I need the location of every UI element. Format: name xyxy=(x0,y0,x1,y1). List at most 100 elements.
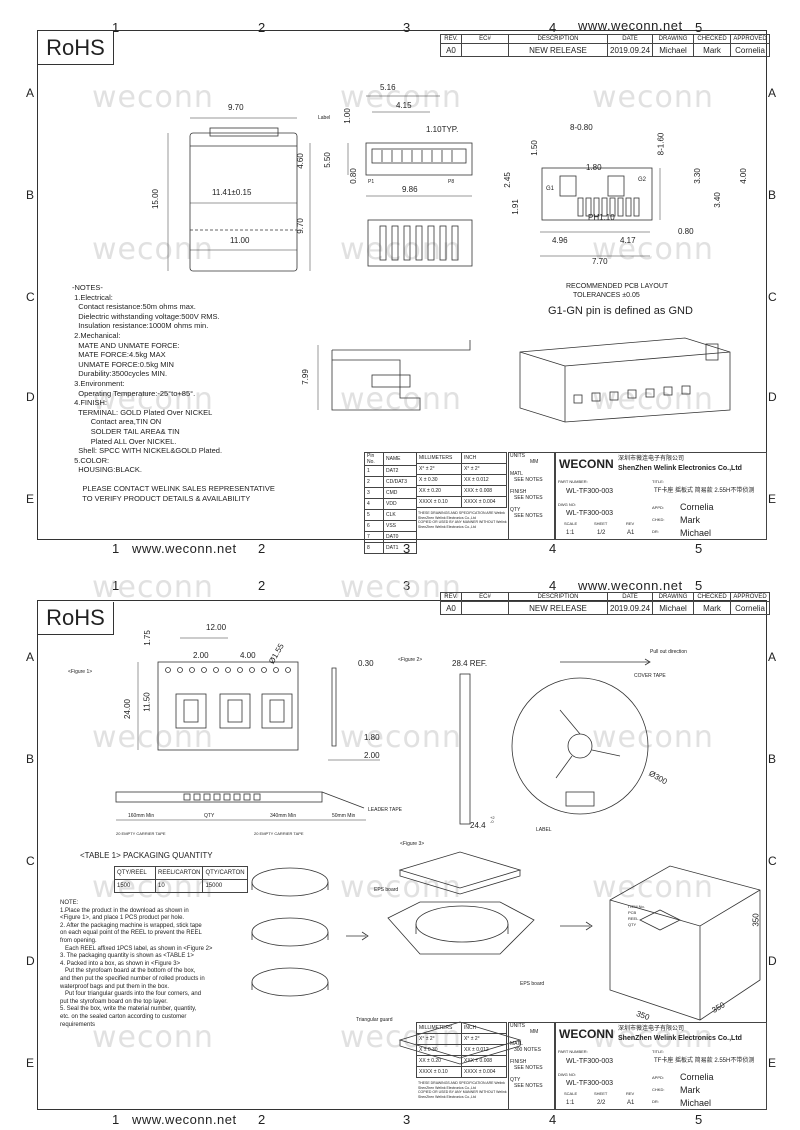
dimension: 28.4 REF. xyxy=(452,659,488,668)
rev: A1 xyxy=(627,1100,635,1106)
arrow-head xyxy=(644,658,651,666)
finish-value: SEE NOTES xyxy=(514,1065,543,1071)
website-url: www.weconn.net xyxy=(132,1112,237,1127)
packaging-drawing xyxy=(115,637,761,1065)
part-number: WL-TF300-003 xyxy=(566,1058,614,1065)
iso-view-pins xyxy=(573,385,691,404)
disclaimer: THESE DRAWINGS AND SPECIFICATION ARE Wel… xyxy=(418,1081,507,1099)
finish-value: SEE NOTES xyxy=(514,495,543,501)
tol-cell: XXXX ± 0.004 xyxy=(461,496,507,508)
column-number: 2 xyxy=(258,20,266,35)
front-view-slot xyxy=(371,148,467,164)
iso-view-tab xyxy=(705,343,719,361)
column-number: 2 xyxy=(258,541,266,556)
units-label: UNITS xyxy=(510,1023,525,1029)
iso-view-edges xyxy=(519,351,731,422)
pin-cell: 8 xyxy=(364,542,384,554)
rohs-label: RoHS xyxy=(38,32,114,65)
rev-cell: 2019.09.24 xyxy=(606,601,654,615)
rev-cell: NEW RELEASE xyxy=(508,43,608,57)
pull-direction-label: Pull out direction xyxy=(650,649,687,655)
tol-cell: X ± 0.30 xyxy=(416,474,462,486)
dimension: 8-0.80 xyxy=(570,123,593,132)
watermark: weconn xyxy=(592,1020,714,1055)
column-number: 1 xyxy=(112,578,120,593)
dimension: 24.00 xyxy=(123,698,133,720)
dimension: 1.75 xyxy=(142,630,152,646)
row-letter: E xyxy=(26,1056,35,1070)
dimension: 2.00 xyxy=(193,651,209,660)
label-label: LABEL xyxy=(536,827,552,833)
eps-board-top xyxy=(398,851,522,889)
front-view-pins xyxy=(381,150,453,162)
column-number: 3 xyxy=(403,20,411,35)
reel-disc-edge xyxy=(251,882,329,890)
dimension: 9.70 xyxy=(228,103,244,112)
carrier-pocket xyxy=(261,693,293,729)
matl-label: MATL xyxy=(510,471,523,477)
reel-side xyxy=(459,673,471,825)
figure-label: <Figure 1> xyxy=(68,669,93,675)
packaging-table-title: <TABLE 1> PACKAGING QUANTITY xyxy=(80,851,213,860)
bottom-view-pins xyxy=(379,225,459,261)
company-name-en: ShenZhen Welink Electronics Co.,Ltd xyxy=(618,465,742,472)
carrier-part xyxy=(269,699,285,723)
pcb-tolerance: TOLERANCES ±0.05 xyxy=(573,292,640,299)
disclaimer: THESE DRAWINGS AND SPECIFICATION ARE Wel… xyxy=(418,511,507,529)
row-letter: A xyxy=(768,86,777,100)
watermark: weconn xyxy=(592,80,714,115)
carton-box xyxy=(609,865,761,1021)
pin-cell: 1 xyxy=(364,465,384,477)
dimension: 2.00 xyxy=(364,751,380,760)
row-letter: D xyxy=(26,954,35,968)
dimension: 9.70 xyxy=(295,218,305,234)
drawing-title: TF卡座 摇板式 简易款 2.55H不带侦测 xyxy=(654,488,755,494)
reel-disc-edge xyxy=(251,982,329,990)
company-logo: WECONN xyxy=(559,1027,614,1041)
dwg-no-label: DWG NO: xyxy=(558,502,576,507)
reel-disc xyxy=(251,917,329,947)
reel-stack-edge xyxy=(415,924,509,934)
row-letter: D xyxy=(768,390,777,404)
column-number: 2 xyxy=(258,578,266,593)
length-label: QTY xyxy=(204,813,215,819)
watermark: weconn xyxy=(340,382,462,417)
units-value: MM xyxy=(530,459,539,465)
column-number: 5 xyxy=(695,578,703,593)
dimension: 7.70 xyxy=(592,257,608,266)
appd-label: APPD: xyxy=(652,505,665,510)
drawing-sheet-1: RoHS 1 2 3 4 5 www.weconn.net 1 2 3 4 5 … xyxy=(0,0,800,560)
reel-label xyxy=(565,791,595,807)
carrier-part xyxy=(227,699,243,723)
matl-label: MATL xyxy=(510,1041,523,1047)
empty-tape-label: 20 EMPTY CARRIER TAPE xyxy=(116,831,166,836)
part-number-label: PART NUMBER: xyxy=(558,479,588,484)
company-name-cn: 深圳市薇连电子有限公司 xyxy=(618,1026,685,1032)
tape-side xyxy=(331,667,337,747)
row-letter: B xyxy=(768,752,777,766)
drawing-title: TF卡座 摇板式 简易款 2.55H不带侦测 xyxy=(654,1058,755,1064)
watermark: weconn xyxy=(340,80,462,115)
tol-cell: XXX ± 0.008 xyxy=(461,485,507,497)
dimension: 2.45 xyxy=(502,172,512,188)
pack-cell: 15000 xyxy=(202,879,249,893)
dimension: 4.96 xyxy=(552,236,568,245)
tol-cell: XX ± 0.20 xyxy=(416,1055,462,1067)
column-number: 4 xyxy=(549,20,557,35)
pcb-pad-g2 xyxy=(607,175,625,197)
sheet: 2/2 xyxy=(597,1100,606,1106)
leader-tape-label: LEADER TAPE xyxy=(368,807,402,813)
pin-cell: 3 xyxy=(364,487,384,499)
iso-view-outline xyxy=(519,337,731,423)
dimension: 1.80 xyxy=(586,163,602,172)
tol-cell: X° ± 2° xyxy=(461,1033,507,1045)
reel-hub xyxy=(567,733,593,759)
appd-name: Cornelia xyxy=(680,1072,714,1082)
website-url: www.weconn.net xyxy=(578,578,683,593)
pin-label: P8 xyxy=(448,179,455,185)
appd-label: APPD: xyxy=(652,1075,665,1080)
row-letter: A xyxy=(768,650,777,664)
dr-label: DR: xyxy=(652,1099,659,1104)
dimension: 1.80 xyxy=(364,733,380,742)
